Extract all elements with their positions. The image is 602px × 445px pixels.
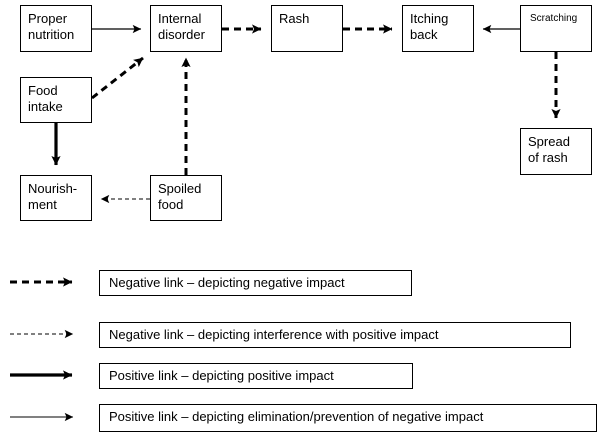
legend-label-negative-interference: Negative link – depicting interference w…: [99, 322, 571, 348]
node-rash[interactable]: Rash: [271, 5, 343, 52]
legend-label-positive-impact: Positive link – depicting positive impac…: [99, 363, 413, 389]
legend-label-negative-impact: Negative link – depicting negative impac…: [99, 270, 412, 296]
node-nourishment[interactable]: Nourish-ment: [20, 175, 92, 221]
node-scratching[interactable]: Scratching: [520, 5, 592, 52]
legend-label-positive-elimination: Positive link – depicting elimination/pr…: [99, 404, 597, 432]
edge-food-intake-to-internal-disorder: [91, 56, 144, 100]
